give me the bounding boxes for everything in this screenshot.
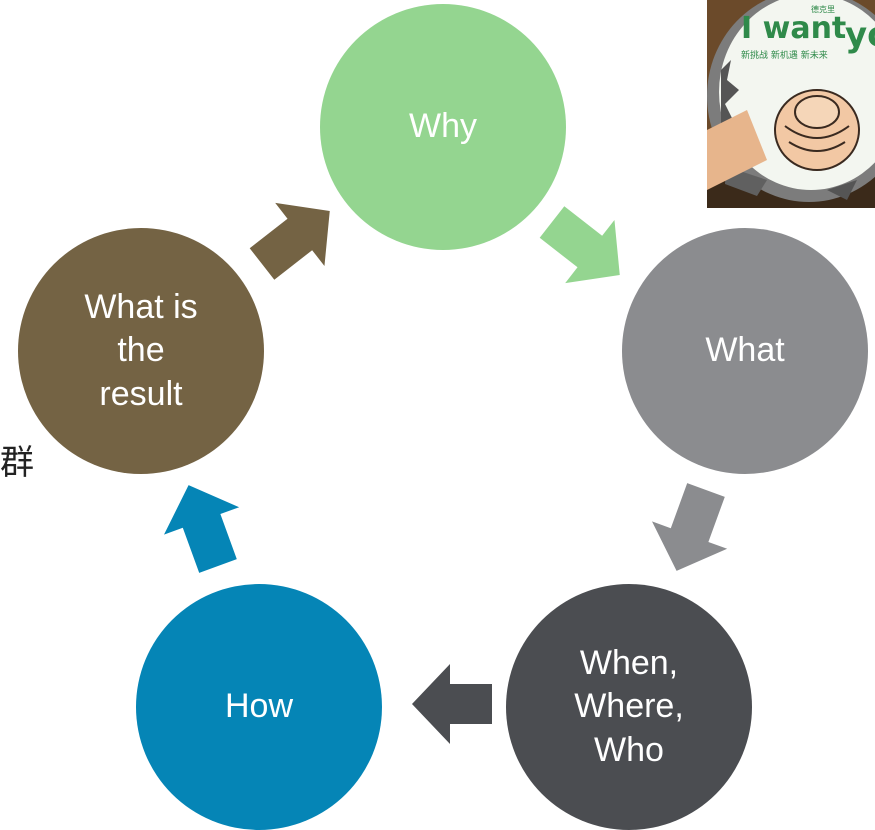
i-want-you-photo: I want yo 德克里 新挑战 新机遇 新未来 — [707, 0, 875, 208]
arrow-shape — [412, 664, 492, 744]
arrow-why-to-what — [539, 206, 620, 284]
node-label-line: the — [117, 331, 165, 370]
arrow-how-to-result — [163, 485, 240, 573]
what-label: What — [705, 329, 784, 372]
result-node: What is the result — [18, 228, 264, 474]
when-where-who-label: When, Where, Who — [574, 642, 684, 772]
how-node: How — [136, 584, 382, 830]
arrow-when-where-who-to-how — [412, 664, 492, 744]
photo-subtext: 新挑战 新机遇 新未来 — [741, 49, 828, 61]
what-node: What — [622, 228, 868, 474]
pointing-hand-icon: I want yo 德克里 新挑战 新机遇 新未来 — [707, 0, 875, 208]
why-label: Why — [409, 105, 477, 148]
node-label-line: result — [99, 374, 183, 413]
node-label-line: Where, — [574, 687, 684, 726]
arrow-result-to-why — [249, 202, 330, 280]
node-label-line: How — [224, 687, 294, 726]
why-node: Why — [320, 4, 566, 250]
photo-text-partial: yo — [845, 15, 875, 55]
node-label-line: Who — [594, 730, 664, 769]
photo-text: I want — [741, 11, 846, 46]
arrow-shape — [651, 483, 728, 571]
arrow-shape — [249, 202, 330, 280]
photo-small-text: 德克里 — [811, 4, 835, 14]
result-label: What is the result — [84, 286, 197, 416]
arrow-what-to-when-where-who — [651, 483, 728, 571]
arrow-shape — [539, 206, 620, 284]
side-text: 群 — [0, 443, 34, 483]
arrow-shape — [163, 485, 240, 573]
node-label-line: What — [705, 331, 785, 370]
node-label-line: When, — [579, 644, 679, 683]
node-label-line: Why — [409, 107, 477, 146]
node-label-line: What is — [84, 288, 198, 327]
how-label: How — [225, 685, 293, 728]
when-where-who-node: When, Where, Who — [506, 584, 752, 830]
